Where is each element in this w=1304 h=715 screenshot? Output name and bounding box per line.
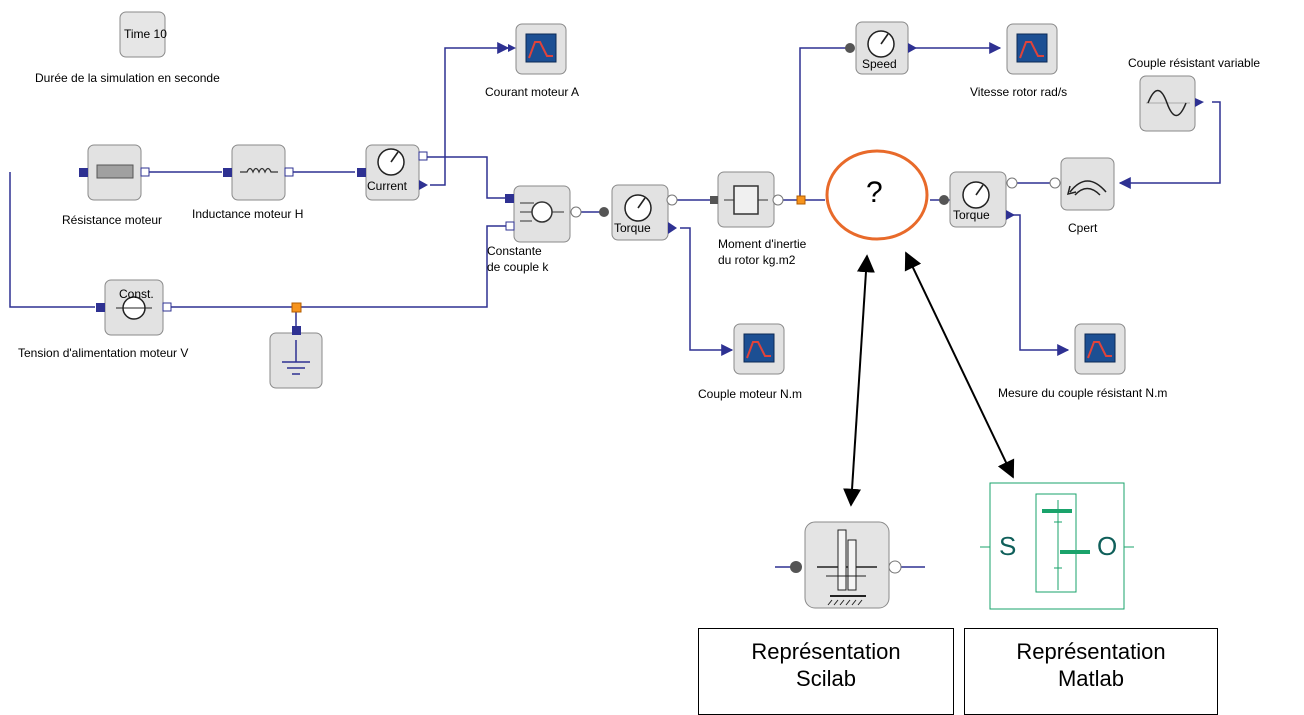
inductance-caption: Inductance moteur H — [192, 207, 304, 221]
signal-wires — [430, 42, 1221, 356]
legend-scilab-line2: Scilab — [796, 666, 856, 691]
current-sensor-block[interactable] — [357, 144, 428, 201]
voltage-source-label: Const. — [119, 287, 154, 301]
scope-speed[interactable] — [1006, 23, 1058, 75]
scope-torque[interactable] — [733, 323, 785, 375]
torque-sensor-2-label: Torque — [953, 208, 990, 222]
cpert-block[interactable] — [1049, 157, 1115, 211]
electrical-wires — [9, 156, 506, 330]
inertia-caption-1: Moment d'inertie — [718, 237, 807, 251]
inertia-block[interactable] — [710, 171, 784, 228]
time-block[interactable] — [119, 11, 166, 58]
current-sensor-label: Current — [367, 179, 408, 193]
scope-speed-caption: Vitesse rotor rad/s — [970, 85, 1068, 99]
node-junction — [291, 302, 302, 313]
matlab-gear-symbol — [980, 482, 1134, 610]
resistance-block[interactable] — [79, 144, 150, 201]
cpert-caption: Cpert — [1068, 221, 1098, 235]
inertia-caption-2: du rotor kg.m2 — [718, 253, 796, 267]
torque-sensor-2[interactable] — [939, 171, 1018, 228]
unknown-block-question-mark: ? — [866, 176, 883, 209]
sine-caption: Couple résistant variable — [1128, 56, 1261, 70]
scope-load[interactable] — [1074, 323, 1126, 375]
legend-scilab-box: Représentation Scilab — [698, 628, 954, 715]
torque-sensor-1-label: Torque — [614, 221, 651, 235]
emf-caption-2: de couple k — [487, 260, 549, 274]
speed-sensor-label: Speed — [862, 57, 897, 71]
legend-matlab-line1: Représentation — [1016, 639, 1166, 664]
matlab-symbol-left-letter: S — [999, 531, 1017, 561]
voltage-source-block[interactable] — [96, 279, 172, 336]
scope-current-caption: Courant moteur A — [485, 85, 580, 99]
resistance-caption: Résistance moteur — [62, 213, 163, 227]
legend-scilab-line1: Représentation — [751, 639, 901, 664]
legend-matlab-line2: Matlab — [1057, 666, 1125, 691]
ground-block[interactable] — [269, 326, 323, 389]
scope-load-caption: Mesure du couple résistant N.m — [998, 386, 1168, 400]
time-caption: Durée de la simulation en seconde — [35, 71, 220, 85]
node-junction-mech — [796, 195, 806, 205]
scope-torque-caption: Couple moteur N.m — [698, 387, 803, 401]
scope-current[interactable] — [508, 23, 567, 75]
torque-sensor-1[interactable] — [599, 184, 678, 241]
emf-caption-1: Constante — [487, 244, 542, 258]
speed-sensor-block[interactable] — [845, 21, 917, 75]
inductance-block[interactable] — [223, 144, 294, 201]
legend-matlab-box: Représentation Matlab — [964, 628, 1218, 715]
matlab-symbol-right-letter: O — [1097, 531, 1118, 561]
emf-block[interactable] — [505, 185, 582, 243]
time-block-label: Time 10 — [124, 27, 167, 41]
unknown-highlight — [825, 149, 929, 241]
arrow-to-scilab — [843, 254, 875, 507]
voltage-caption: Tension d'alimentation moteur V — [18, 346, 189, 360]
sine-source-block[interactable] — [1139, 75, 1204, 132]
arrow-to-matlab — [904, 251, 1015, 479]
scilab-gear-symbol — [775, 521, 925, 609]
